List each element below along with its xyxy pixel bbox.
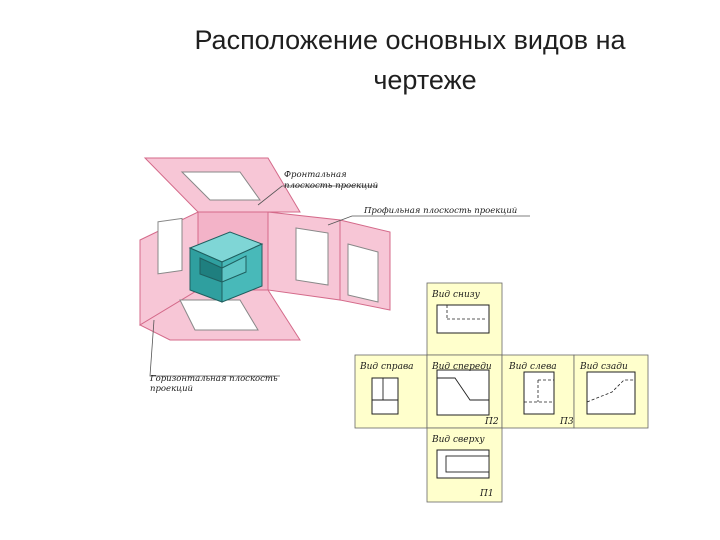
title-line-1: Расположение основных видов на xyxy=(194,25,626,55)
title-line-2: чертеже xyxy=(373,65,477,95)
front-view-label: Вид спереди xyxy=(431,362,492,372)
page-title: Расположение основных видов на чертеже xyxy=(120,20,700,100)
plane-mark-p3: П3 xyxy=(559,417,574,427)
plane-mark-p1: П1 xyxy=(479,489,494,499)
projection-box xyxy=(138,157,391,341)
leader-lines xyxy=(149,185,530,377)
profile-flap-window xyxy=(347,243,379,303)
left-view-label: Вид слева xyxy=(508,362,557,372)
horizontal-plane-label-1: Горизонтальная плоскость xyxy=(149,374,278,384)
left-view-drawing xyxy=(523,371,555,415)
frontal-plane-label-2: плоскость проекций xyxy=(284,181,378,191)
right-view-drawing xyxy=(371,377,399,415)
plane-mark-p2: П2 xyxy=(484,417,499,427)
top-view-label: Вид снизу xyxy=(431,290,481,300)
object-cube xyxy=(188,231,264,303)
front-view-drawing xyxy=(436,369,490,416)
back-view-label: Вид сзади xyxy=(579,362,628,372)
frontal-plane-flap-window xyxy=(180,171,261,201)
cube-step xyxy=(221,255,247,283)
back-view-drawing xyxy=(586,371,636,415)
view-drawings xyxy=(371,304,636,479)
profile-plane-window xyxy=(295,227,329,286)
horizontal-plane-label-2: проекций xyxy=(150,384,193,394)
profile-plane-label: Профильная плоскость проекций xyxy=(363,206,517,216)
left-flap-window xyxy=(157,217,183,275)
frontal-plane-label-1: Фронтальная xyxy=(284,170,347,180)
bottom-view-label: Вид сверху xyxy=(431,435,485,445)
right-view-label: Вид справа xyxy=(359,362,414,372)
